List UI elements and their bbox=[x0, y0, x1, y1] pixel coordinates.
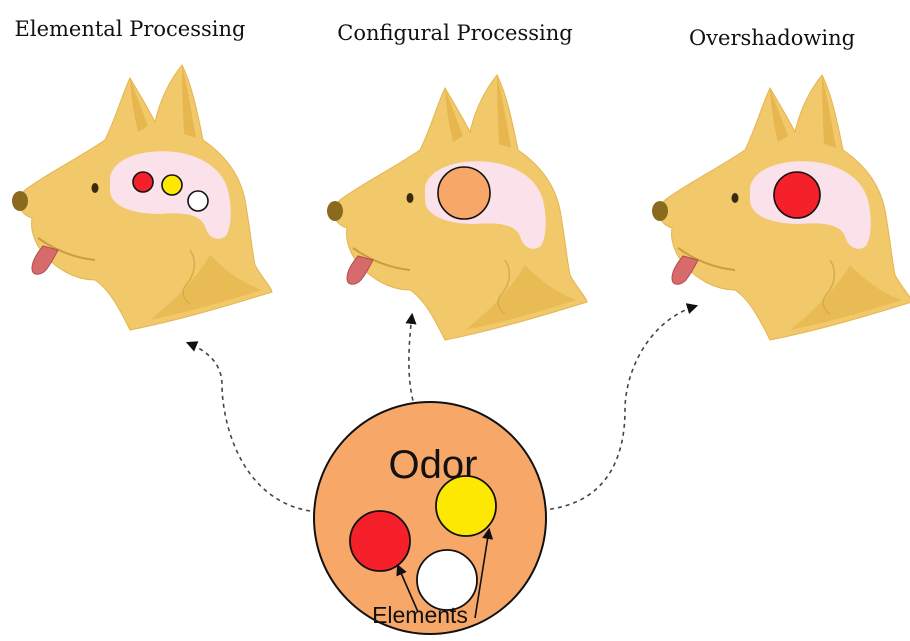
title-overshadowing: Overshadowing bbox=[689, 26, 855, 50]
brain-element-white bbox=[187, 190, 209, 212]
dog-head-elemental bbox=[11, 64, 273, 331]
odor-element-red bbox=[349, 510, 411, 572]
pointer-to-yellow-element bbox=[474, 527, 494, 619]
connector-to-elemental bbox=[185, 341, 319, 513]
pointer-to-red-element bbox=[396, 563, 419, 613]
brain-dominant-element bbox=[773, 171, 821, 219]
elements-label: Elements bbox=[372, 602, 468, 628]
brain-configural-blend bbox=[437, 166, 491, 220]
title-configural-processing: Configural Processing bbox=[337, 21, 572, 45]
dog-head-configural bbox=[326, 74, 588, 341]
brain-element-red bbox=[132, 171, 154, 193]
connector-to-overshadowing bbox=[541, 303, 699, 511]
odor-element-yellow bbox=[435, 475, 497, 537]
odor-circle bbox=[313, 401, 547, 635]
odor-element-white bbox=[416, 549, 478, 611]
title-elemental-processing: Elemental Processing bbox=[15, 17, 246, 41]
brain-element-yellow bbox=[161, 174, 183, 196]
dog-head-icon bbox=[11, 64, 273, 331]
odor-mixture: Odor Elements bbox=[313, 401, 547, 635]
dog-head-overshadowing bbox=[651, 74, 910, 341]
